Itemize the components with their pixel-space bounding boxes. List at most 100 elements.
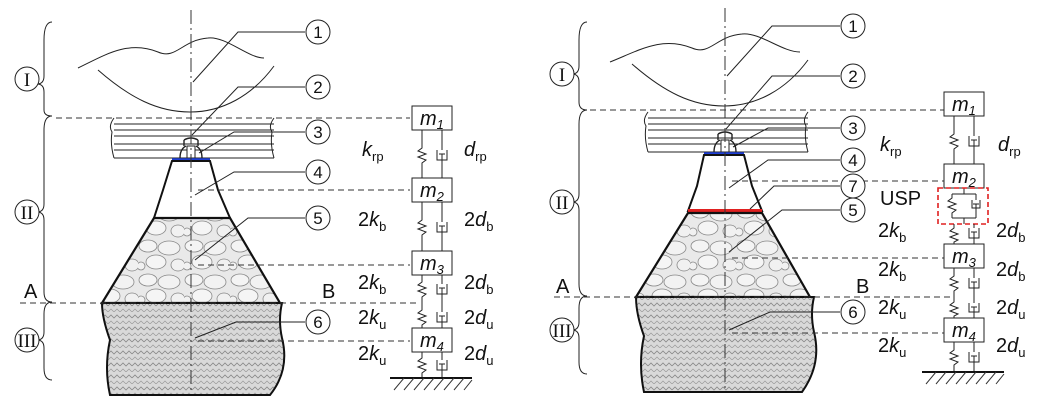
spring-damper-5 — [416, 352, 448, 378]
ballast-layer — [634, 211, 812, 299]
stiffness-label-5: 2ku — [878, 335, 906, 360]
callout-1: 1 — [840, 13, 866, 39]
callout-number: 1 — [313, 23, 322, 42]
usp-element — [937, 187, 989, 225]
mass-box-1 — [943, 91, 985, 117]
left-panel: I II III — [14, 10, 493, 396]
damping-label-2: 2db — [464, 209, 493, 234]
leader-1 — [192, 31, 305, 83]
callout-number: 5 — [848, 201, 857, 220]
damping-label-1: drp — [464, 139, 487, 164]
leader-4 — [194, 171, 305, 196]
callout-2: 2 — [840, 63, 866, 89]
label-b: B — [322, 281, 335, 303]
callout-number: 3 — [848, 119, 857, 138]
callout-number: 4 — [848, 151, 857, 170]
mass-box-4 — [943, 317, 985, 343]
mass-box-2 — [943, 163, 985, 189]
rail — [643, 111, 809, 153]
stiffness-label-3: 2kb — [358, 272, 386, 297]
mass-label-2: m2 — [952, 166, 977, 190]
damping-label-5: 2du — [464, 343, 493, 368]
usp-highlight-box — [937, 187, 989, 225]
callout-6: 6 — [305, 309, 331, 335]
callout-number: 7 — [848, 177, 857, 196]
callout-7: 7 — [840, 173, 866, 199]
spring-damper-5 — [948, 342, 980, 372]
label-a: A — [556, 276, 570, 298]
stiffness-label-4: 2ku — [878, 297, 906, 322]
callout-number: 6 — [848, 303, 857, 322]
spring-damper-4 — [416, 304, 448, 328]
subsoil-layer — [634, 296, 818, 393]
callout-5: 5 — [305, 205, 331, 231]
leader-5 — [194, 217, 305, 261]
zone-label-iii: III — [14, 327, 40, 353]
stiffness-label-1: krp — [880, 134, 902, 159]
wheel-outline — [631, 59, 809, 107]
damping-label-4: 2du — [996, 297, 1025, 322]
leader-6 — [728, 311, 840, 331]
mass-box-2 — [411, 177, 453, 203]
callout-4: 4 — [305, 159, 331, 185]
spring-damper-1 — [948, 116, 980, 164]
mass-label-4: m4 — [952, 320, 976, 344]
callout-number: 3 — [313, 123, 322, 142]
spring-damper-1 — [416, 130, 448, 178]
zone-bracket-i — [571, 21, 588, 111]
zone-text: III — [18, 331, 37, 352]
stiffness-label-2: 2kb — [358, 209, 386, 234]
right-panel: I II III — [549, 8, 1025, 393]
damping-label-4: 2du — [464, 307, 493, 332]
stiffness-label-2: 2kb — [878, 220, 906, 245]
leader-4 — [728, 159, 840, 189]
mass-box-3 — [943, 243, 985, 269]
leader-7 — [749, 185, 840, 210]
damping-label-5: 2du — [996, 335, 1025, 360]
spring-damper-2 — [948, 224, 980, 244]
callout-1: 1 — [305, 19, 331, 45]
zone-label-iii: III — [549, 317, 575, 343]
label-b: B — [856, 276, 869, 298]
zone-bracket-i — [36, 21, 53, 117]
damping-label-3: 2db — [464, 272, 493, 297]
leader-1 — [726, 25, 840, 77]
leader-3 — [198, 131, 305, 154]
callout-3: 3 — [305, 119, 331, 145]
callout-number: 6 — [313, 313, 322, 332]
zone-label-ii: II — [14, 199, 40, 225]
stiffness-label-3: 2kb — [878, 259, 906, 284]
subsoil-layer — [100, 302, 286, 396]
spring-damper-2 — [416, 202, 448, 251]
vehicle-curve — [609, 33, 801, 63]
vehicle-curve — [77, 37, 265, 69]
leader-3 — [732, 127, 840, 148]
callout-5: 5 — [840, 197, 866, 223]
callout-4: 4 — [840, 147, 866, 173]
stiffness-label-4: 2ku — [358, 307, 386, 332]
callout-3: 3 — [840, 115, 866, 141]
leader-6 — [194, 321, 305, 339]
spring-damper-3 — [416, 275, 448, 304]
callout-number: 2 — [313, 78, 322, 97]
ground-icon — [922, 371, 1005, 385]
leader-2 — [191, 86, 305, 136]
leader-5 — [728, 209, 840, 253]
damping-label-3: 2db — [996, 259, 1025, 284]
spring-damper-4 — [948, 298, 980, 318]
wheel-outline — [97, 65, 275, 113]
callout-number: 4 — [313, 163, 322, 182]
label-a: A — [24, 281, 38, 303]
fastening-icon — [179, 137, 203, 159]
stiffness-label-5: 2ku — [358, 343, 386, 368]
msd-model-left: m1 m2 m3 m4 — [358, 105, 493, 391]
zone-label-i: I — [549, 61, 575, 87]
mass-label-2: m2 — [420, 180, 445, 204]
leader-2 — [725, 75, 840, 130]
zone-bracket-iii — [571, 295, 588, 375]
zone-text: I — [559, 65, 565, 86]
mass-label-4: m4 — [420, 330, 444, 354]
damping-label-1: drp — [998, 134, 1021, 159]
mass-box-3 — [411, 250, 453, 276]
callout-number: 5 — [313, 209, 322, 228]
